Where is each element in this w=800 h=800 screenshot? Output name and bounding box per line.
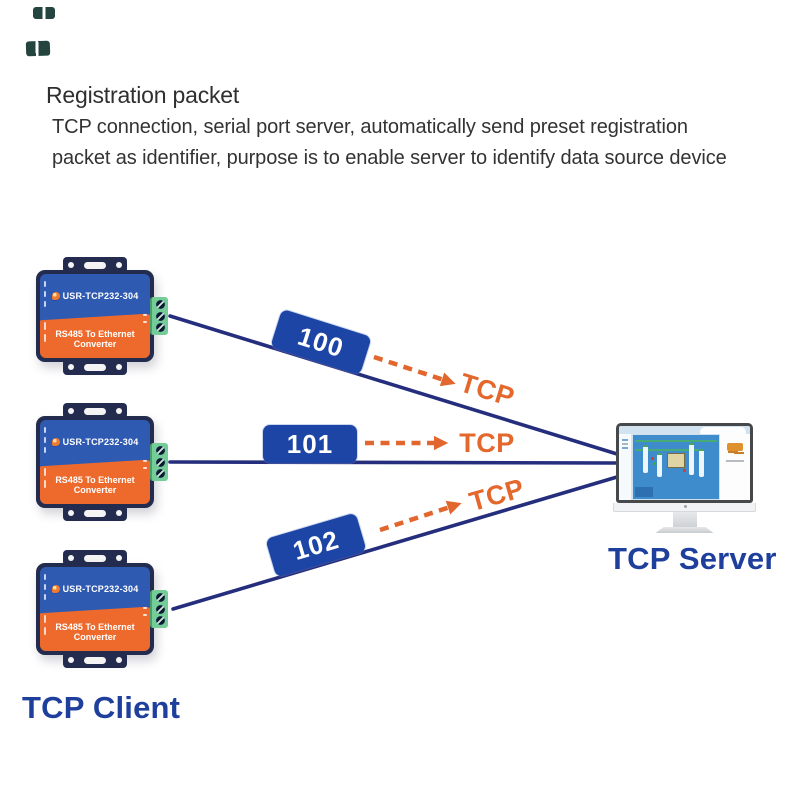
serial-device-2: USR-TCP232-304 RS485 To Ethernet Convert… — [36, 403, 170, 521]
connection-line-2 — [168, 460, 618, 465]
terminal-block — [150, 297, 168, 335]
bracket-hole — [68, 510, 74, 516]
screw-icon — [155, 469, 165, 479]
screw-icon — [155, 445, 165, 455]
monitor-stand — [672, 512, 697, 527]
tcp-server-label: TCP Server — [608, 541, 777, 576]
mounting-bracket — [63, 550, 127, 566]
bracket-hole — [68, 408, 74, 414]
monitor-base — [655, 527, 714, 533]
scada-screen — [632, 434, 720, 500]
device-product-line1: RS485 To Ethernet — [55, 475, 135, 485]
device-product-line2: Converter — [73, 339, 117, 349]
bracket-hole — [68, 262, 74, 268]
panel-caption — [726, 460, 744, 462]
bracket-slot — [84, 363, 106, 371]
device-body: USR-TCP232-304 RS485 To Ethernet Convert… — [36, 563, 154, 655]
mounting-bracket — [63, 257, 127, 273]
window-titlebar — [619, 426, 750, 434]
bracket-slot — [84, 656, 106, 664]
device-product-line1: RS485 To Ethernet — [55, 622, 135, 632]
tcp-arrow-3 — [379, 500, 462, 533]
section-title: Registration packet — [46, 82, 240, 108]
tank-graphic — [667, 453, 685, 468]
bracket-hole — [68, 657, 74, 663]
bracket-hole — [116, 510, 122, 516]
screw-icon — [155, 616, 165, 626]
description-line-1: TCP connection, serial port server, auto… — [52, 116, 688, 138]
device-model-label: USR-TCP232-304 — [62, 437, 139, 447]
connection-line-3 — [171, 475, 619, 611]
connection-line-1 — [168, 314, 619, 456]
bracket-slot — [84, 261, 106, 269]
bracket-hole — [116, 408, 122, 414]
tcp-client-label: TCP Client — [22, 690, 181, 725]
equipment-icon — [727, 443, 743, 451]
mounting-bracket — [63, 403, 127, 419]
device-product-line1: RS485 To Ethernet — [55, 329, 135, 339]
device-body: USR-TCP232-304 RS485 To Ethernet Convert… — [36, 270, 154, 362]
tcp-server-monitor — [613, 423, 756, 533]
bracket-hole — [116, 657, 122, 663]
serial-device-3: USR-TCP232-304 RS485 To Ethernet Convert… — [36, 550, 170, 668]
bracket-hole — [116, 555, 122, 561]
tcp-arrow-1 — [373, 354, 456, 387]
device-product-line2: Converter — [73, 632, 117, 642]
screw-icon — [155, 311, 165, 321]
app-toolbar — [619, 434, 632, 500]
bracket-slot — [84, 554, 106, 562]
bracket-slot — [84, 407, 106, 415]
device-faceplate: USR-TCP232-304 RS485 To Ethernet Convert… — [40, 274, 150, 358]
terminal-block — [150, 590, 168, 628]
screen-patch — [635, 487, 653, 497]
monitor-screen — [616, 423, 753, 503]
usr-logo-icon — [51, 438, 60, 446]
serial-device-1: USR-TCP232-304 RS485 To Ethernet Convert… — [36, 257, 170, 375]
side-panel — [720, 434, 750, 500]
device-model-label: USR-TCP232-304 — [62, 291, 139, 301]
mounting-bracket — [63, 652, 127, 668]
mounting-bracket — [63, 505, 127, 521]
bracket-hole — [68, 555, 74, 561]
screen-highlight — [700, 427, 746, 437]
monitor-logo-dot — [683, 505, 687, 508]
screw-icon — [155, 457, 165, 467]
device-body: USR-TCP232-304 RS485 To Ethernet Convert… — [36, 416, 154, 508]
terminal-block — [150, 443, 168, 481]
bracket-hole — [116, 364, 122, 370]
screw-icon — [155, 299, 165, 309]
bracket-slot — [84, 509, 106, 517]
packet-badge-101: 101 — [263, 425, 357, 463]
protocol-label-2: TCP — [459, 428, 515, 458]
device-faceplate: USR-TCP232-304 RS485 To Ethernet Convert… — [40, 420, 150, 504]
description-line-2: packet as identifier, purpose is to enab… — [52, 147, 727, 169]
screw-icon — [155, 323, 165, 333]
device-model-label: USR-TCP232-304 — [62, 584, 139, 594]
screw-icon — [155, 604, 165, 614]
mounting-bracket — [63, 359, 127, 375]
usr-logo-icon — [51, 292, 60, 300]
device-faceplate: USR-TCP232-304 RS485 To Ethernet Convert… — [40, 567, 150, 651]
bracket-hole — [68, 364, 74, 370]
corner-artifact-icon — [33, 7, 55, 19]
screw-icon — [155, 592, 165, 602]
usr-logo-icon — [51, 585, 60, 593]
device-product-line2: Converter — [73, 485, 117, 495]
bracket-hole — [116, 262, 122, 268]
monitor-chin — [613, 503, 756, 512]
